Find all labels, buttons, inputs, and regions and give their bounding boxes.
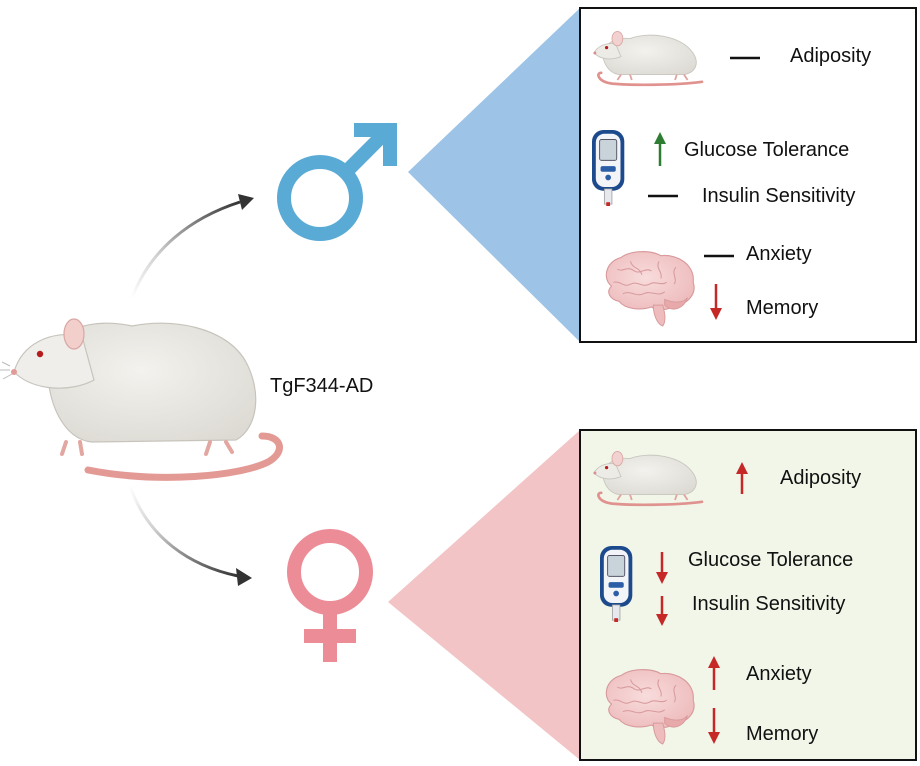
insulin-sensitivity-label: Insulin Sensitivity <box>702 185 855 207</box>
adiposity-label: Adiposity <box>790 45 871 67</box>
arrow-up-icon <box>736 462 748 494</box>
rat-illustration <box>0 318 283 481</box>
anxiety-label: Anxiety <box>746 663 812 685</box>
arrow-to-female <box>128 485 252 586</box>
arrow-down-icon <box>656 596 668 626</box>
adiposity-label: Adiposity <box>780 467 861 489</box>
arrow-to-male <box>130 194 254 299</box>
insulin-sensitivity-label: Insulin Sensitivity <box>692 593 845 615</box>
glucose-tolerance-label: Glucose Tolerance <box>684 139 849 161</box>
strain-label: TgF344-AD <box>270 375 373 397</box>
arrow-up-icon <box>654 132 666 166</box>
glucose-tolerance-label: Glucose Tolerance <box>688 549 853 571</box>
male-expansion-triangle <box>408 8 580 342</box>
male-symbol-icon <box>277 123 397 241</box>
memory-label: Memory <box>746 297 818 319</box>
arrow-down-icon <box>656 552 668 584</box>
memory-label: Memory <box>746 723 818 745</box>
female-panel: Adiposity Glucose Tolerance Insulin Sens… <box>579 429 917 761</box>
arrow-down-icon <box>708 708 720 744</box>
anxiety-label: Anxiety <box>746 243 812 265</box>
arrow-down-icon <box>710 284 722 320</box>
female-symbol-icon <box>287 529 373 662</box>
arrow-up-icon <box>708 656 720 690</box>
female-expansion-triangle <box>388 430 580 760</box>
male-panel: Adiposity Glucose Tolerance Insulin Sens… <box>579 7 917 343</box>
